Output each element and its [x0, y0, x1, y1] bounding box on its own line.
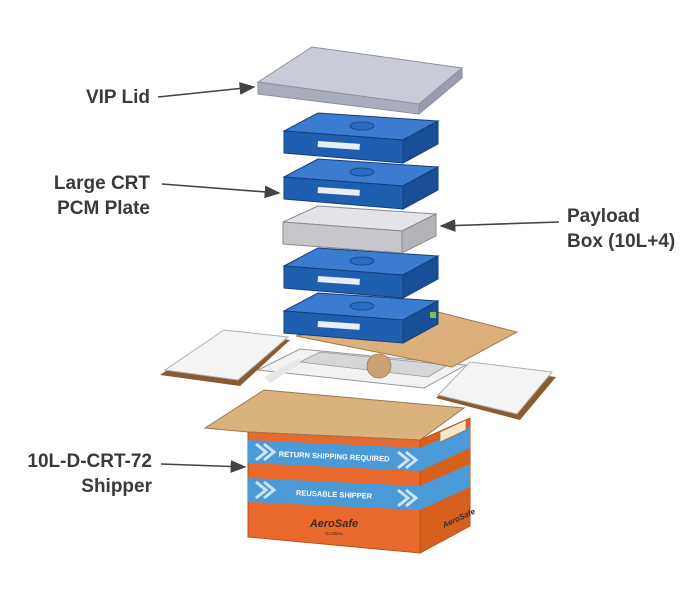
shipper-arrow [160, 460, 247, 473]
front-flap [203, 389, 466, 441]
pcm-plate-4 [282, 292, 440, 344]
pcm-plate-stack [282, 112, 440, 344]
left-flap-insulation [163, 329, 290, 381]
reusable-band-text: REUSABLE SHIPPER [296, 488, 373, 500]
payload-box-label-line1: Payload [567, 206, 640, 227]
shipper-label: 10L-D-CRT-72 Shipper [2, 449, 152, 499]
pcm-plate-label-line2: PCM Plate [57, 198, 150, 219]
shipper-label-line2: Shipper [81, 476, 152, 497]
shipper-box: RETURN SHIPPING REQUIRED REUSABLE SHIPPE… [247, 417, 477, 554]
pcm-plate-label: Large CRT PCM Plate [10, 171, 150, 221]
brand-sub-text: GLOBAL [325, 531, 344, 536]
payload-box-label-line2: Box (10L+4) [567, 231, 676, 252]
payload-box-arrow [439, 219, 560, 232]
vip-lid-label: VIP Lid [40, 85, 150, 110]
vip-lid [256, 46, 464, 116]
side-warning-label [439, 419, 467, 443]
brand-logo-text: AeroSafe [309, 518, 358, 530]
vip-lid-arrow [157, 82, 256, 98]
return-band [248, 440, 420, 471]
side-return-band [420, 426, 470, 471]
thumb-hole [366, 353, 392, 379]
callout-arrows [157, 82, 560, 473]
box-flaps [160, 309, 556, 441]
payload-box [282, 205, 438, 254]
pcm-plate-1 [282, 112, 440, 164]
right-flap-insulation [437, 361, 553, 415]
reusable-band [248, 478, 420, 510]
band-chevrons [255, 442, 419, 508]
pcm-plate-2 [282, 158, 440, 210]
side-reusable-band [420, 464, 470, 510]
pcm-plate-label-line1: Large CRT [53, 173, 150, 194]
vip-lid-label-text: VIP Lid [85, 87, 150, 108]
pcm-plate-arrow [161, 183, 281, 199]
shipper-label-line1: 10L-D-CRT-72 [27, 451, 152, 472]
payload-box-label: Payload Box (10L+4) [567, 204, 692, 254]
pcm-plate-3 [282, 247, 440, 299]
